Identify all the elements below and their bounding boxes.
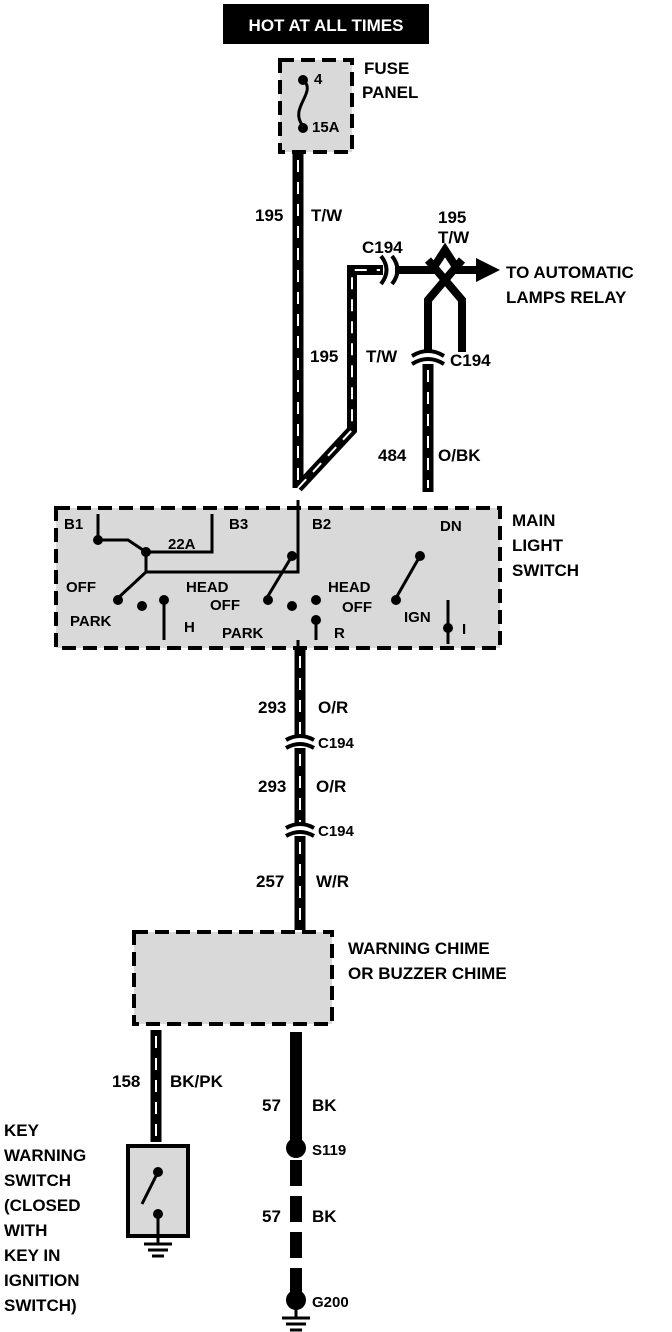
ground-g200-dot [286, 1290, 306, 1310]
wire-195-upper-color: T/W [311, 206, 343, 225]
key-switch-label-8: SWITCH) [4, 1296, 77, 1315]
key-switch-label-4: (CLOSED [4, 1196, 81, 1215]
wire-195-upper-circuit: 195 [255, 206, 283, 225]
contact-head-2 [311, 595, 321, 605]
switch-blade-3 [394, 555, 422, 599]
sec2-head: HEAD [186, 579, 229, 596]
c194-mid1-connector [285, 734, 315, 750]
fuse-panel-label-2: PANEL [362, 83, 418, 102]
sec1-off: OFF [66, 579, 96, 596]
fuse-terminal-top [298, 75, 308, 85]
wire-293-b-circuit: 293 [258, 777, 286, 796]
terminal-b3: B3 [229, 516, 248, 533]
wire-293-b-color: O/R [316, 777, 346, 796]
wire-484-circuit: 484 [378, 446, 407, 465]
terminal-dn: DN [440, 518, 462, 535]
wire-158-circuit: 158 [112, 1072, 140, 1091]
splice-s119 [286, 1138, 306, 1158]
sec3-head: HEAD [328, 579, 371, 596]
wire-257-color: W/R [316, 872, 349, 891]
wire-195-branch-stripe [297, 269, 380, 489]
wire-relay-cross [424, 257, 466, 352]
wire-293-a-circuit: 293 [258, 698, 286, 717]
terminal-b2: B2 [312, 516, 331, 533]
sec2-off: OFF [210, 597, 240, 614]
splice-s119-label: S119 [312, 1142, 346, 1159]
wire-57-a-circuit: 57 [262, 1096, 281, 1115]
contact-park-2 [287, 601, 297, 611]
c194-mid2-label: C194 [318, 823, 355, 840]
wire-195-relay-color: T/W [438, 228, 470, 247]
warning-chime-label-1: WARNING CHIME [348, 939, 490, 958]
key-switch-label-3: SWITCH [4, 1171, 71, 1190]
sec2-park: PARK [222, 625, 264, 642]
switch-internal-bus [96, 500, 300, 574]
fuse-terminal-bottom [298, 123, 308, 133]
wire-257-circuit: 257 [256, 872, 284, 891]
switch-node-b1 [93, 535, 103, 545]
relay-note-line-2: LAMPS RELAY [506, 288, 627, 307]
contact-ign-3 [391, 595, 401, 605]
c194-mid1-label: C194 [318, 735, 355, 752]
key-switch-label-6: KEY IN [4, 1246, 60, 1265]
contact-park-1 [137, 601, 147, 611]
wire-195-branch [294, 265, 383, 492]
ground-g200-label: G200 [312, 1294, 349, 1311]
sec1-h: H [184, 619, 195, 636]
switch-blade-2 [266, 555, 294, 597]
contact-off-2 [263, 595, 273, 605]
fuse-panel-box [278, 58, 354, 154]
relay-arrow-icon [476, 258, 500, 282]
c194-top-label: C194 [362, 238, 403, 257]
key-switch-ground-icon [144, 1214, 172, 1258]
wire-relay-feed [395, 242, 476, 274]
switch-node-breaker [141, 547, 151, 557]
key-switch-label-1: KEY [4, 1121, 40, 1140]
sec3-off: OFF [342, 599, 372, 616]
c194-right-label: C194 [450, 351, 491, 370]
key-switch-label-5: WITH [4, 1221, 47, 1240]
main-light-switch-label-2: LIGHT [512, 536, 564, 555]
hot-banner [223, 4, 429, 44]
wire-195-mid-circuit: 195 [310, 347, 338, 366]
key-switch-blade [140, 1171, 160, 1205]
wire-57-b-circuit: 57 [262, 1207, 281, 1226]
wire-293-a-color: O/R [318, 698, 348, 717]
c194-mid2-connector [285, 822, 315, 838]
breaker-rating: 22A [168, 536, 196, 553]
wire-158-color: BK/PK [170, 1072, 224, 1091]
fuse-rating: 15A [312, 119, 340, 136]
switch-blade-1 [116, 570, 148, 600]
contact-off-1 [113, 595, 123, 605]
wire-195-mid-color: T/W [366, 347, 398, 366]
sec1-park: PARK [70, 613, 112, 630]
relay-note-line-1: TO AUTOMATIC [506, 263, 634, 282]
fuse-panel-label-1: FUSE [364, 59, 409, 78]
key-switch-label-2: WARNING [4, 1146, 86, 1165]
main-light-switch-label-3: SWITCH [512, 561, 579, 580]
wire-57-a-color: BK [312, 1096, 337, 1115]
main-light-switch-label-1: MAIN [512, 511, 555, 530]
warning-chime-label-2: OR BUZZER CHIME [348, 964, 507, 983]
key-switch-label-7: IGNITION [4, 1271, 80, 1290]
ground-g200-icon [282, 1310, 310, 1332]
terminal-b1: B1 [64, 516, 83, 533]
sec2-r: R [334, 625, 345, 642]
c194-right-connector [410, 349, 446, 366]
wire-484-color: O/BK [438, 446, 481, 465]
sec3-i: I [462, 621, 466, 638]
hot-banner-label: HOT AT ALL TIMES [249, 16, 404, 35]
wire-57-b-color: BK [312, 1207, 337, 1226]
sec3-ign: IGN [404, 609, 431, 626]
wire-195-relay-circuit: 195 [438, 208, 466, 227]
warning-chime-box [132, 930, 334, 1026]
fuse-number: 4 [314, 71, 323, 88]
